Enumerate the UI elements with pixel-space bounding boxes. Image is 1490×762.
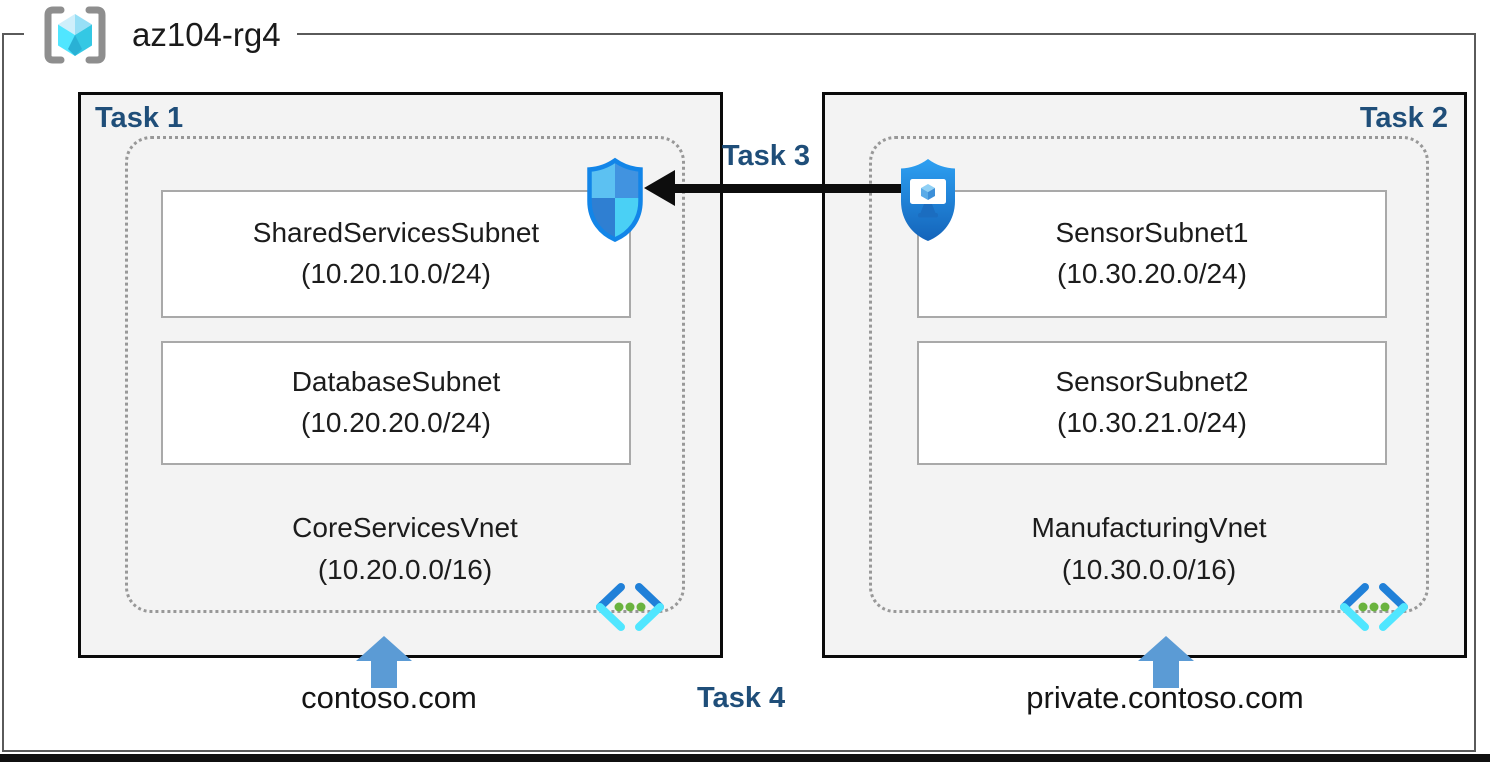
shared-services-subnet-box: SharedServicesSubnet (10.20.10.0/24) [161, 190, 631, 318]
resource-group-frame [2, 33, 1476, 752]
bottom-edge [0, 754, 1490, 762]
manufacturing-vnet-label: ManufacturingVnet (10.30.0.0/16) [869, 507, 1429, 591]
peering-arrow-line [672, 184, 942, 193]
task2-label: Task 2 [1359, 102, 1448, 134]
subnet-cidr: (10.30.20.0/24) [1057, 258, 1247, 289]
task4-label: Task 4 [697, 682, 786, 714]
subnet-cidr: (10.30.21.0/24) [1057, 407, 1247, 438]
subnet-name: DatabaseSubnet [291, 366, 501, 398]
resource-group-icon [44, 6, 106, 64]
vnet-name: CoreServicesVnet [292, 512, 518, 543]
vnet-chevron-icon [1340, 583, 1408, 631]
subnet-name: SharedServicesSubnet [252, 217, 540, 249]
sensor-subnet2-box: SensorSubnet2 (10.30.21.0/24) [917, 341, 1387, 465]
core-services-vnet-label: CoreServicesVnet (10.20.0.0/16) [125, 507, 685, 591]
bastion-shield-icon [901, 159, 955, 241]
vnet-cidr: (10.20.0.0/16) [317, 554, 493, 585]
resource-group-name: az104-rg4 [132, 16, 281, 53]
resource-group-header: az104-rg4 [24, 4, 297, 66]
nsg-shield-icon [587, 157, 643, 242]
vnet-name: ManufacturingVnet [1031, 512, 1267, 543]
database-subnet-box: DatabaseSubnet (10.20.20.0/24) [161, 341, 631, 465]
subnet-cidr: (10.20.20.0/24) [301, 407, 491, 438]
blue-up-arrow-icon [1138, 636, 1194, 688]
peering-arrow-head [644, 170, 675, 206]
core-services-vnet-container [125, 136, 685, 613]
vnet-chevron-icon [596, 583, 664, 631]
vnet-cidr: (10.30.0.0/16) [1061, 554, 1237, 585]
subnet-cidr: (10.20.10.0/24) [301, 258, 491, 289]
blue-up-arrow-icon [356, 636, 412, 688]
sensor-subnet1-box: SensorSubnet1 (10.30.20.0/24) [917, 190, 1387, 318]
task1-label: Task 1 [95, 102, 184, 134]
subnet-name: SensorSubnet2 [1055, 366, 1249, 398]
subnet-name: SensorSubnet1 [1055, 217, 1249, 249]
manufacturing-vnet-container [869, 136, 1429, 613]
task3-label: Task 3 [721, 140, 811, 172]
